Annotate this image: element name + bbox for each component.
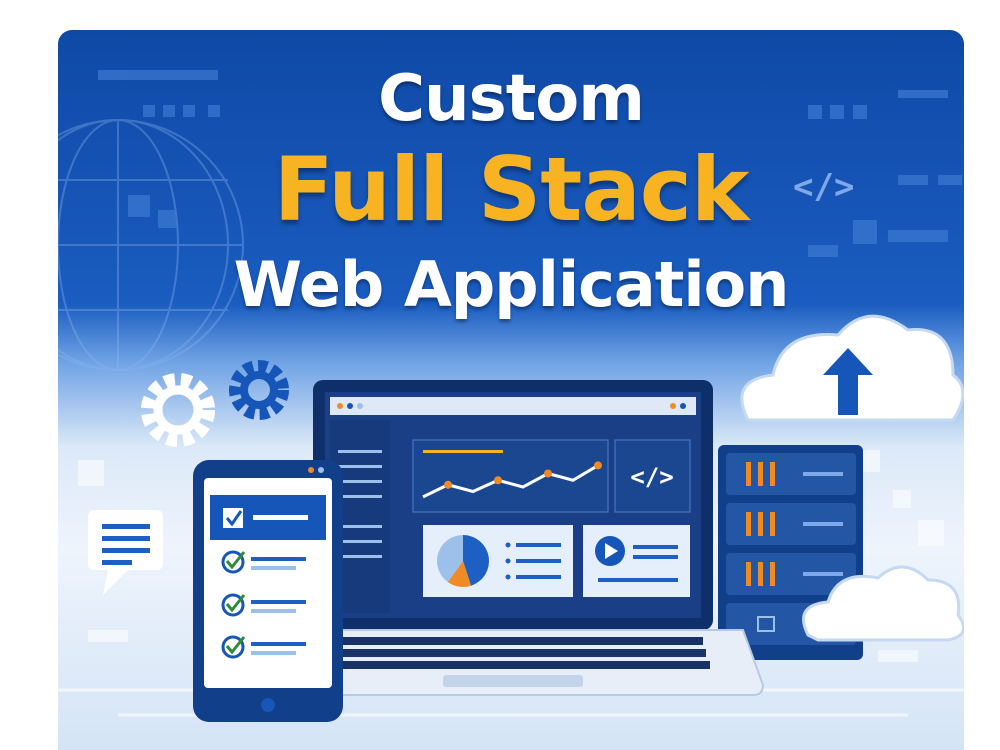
pie-chart-icon <box>437 535 489 587</box>
pie-slice <box>463 535 489 586</box>
trend-point <box>494 476 502 485</box>
gear-icon <box>229 360 289 420</box>
globe-icon <box>58 119 244 371</box>
chat-bubble-icon <box>88 510 163 595</box>
trend-point <box>544 469 552 478</box>
trend-point <box>594 461 602 470</box>
banner-card: </> Custom Full Stack Web Application <box>58 30 964 750</box>
code-icon: </> <box>793 167 854 207</box>
trend-points <box>444 461 602 489</box>
cloud-icon <box>802 565 964 642</box>
laptop: </> <box>261 380 765 696</box>
gear-icon <box>141 373 215 447</box>
background-decor: </> <box>58 70 964 717</box>
pie-slice <box>437 535 463 583</box>
cloud-upload-icon <box>740 314 964 422</box>
headline-line-2: Full Stack <box>273 138 750 241</box>
headline-line-3: Web Application <box>233 248 790 321</box>
pie-slice <box>447 561 472 587</box>
headline-line-1: Custom <box>378 62 645 136</box>
checklist <box>221 550 306 659</box>
pixel-squares <box>98 70 962 257</box>
code-icon: </> <box>630 463 673 491</box>
trend-line <box>422 464 599 499</box>
illustration: </> <box>88 314 964 722</box>
trend-point <box>444 480 452 489</box>
smartphone <box>193 460 343 722</box>
